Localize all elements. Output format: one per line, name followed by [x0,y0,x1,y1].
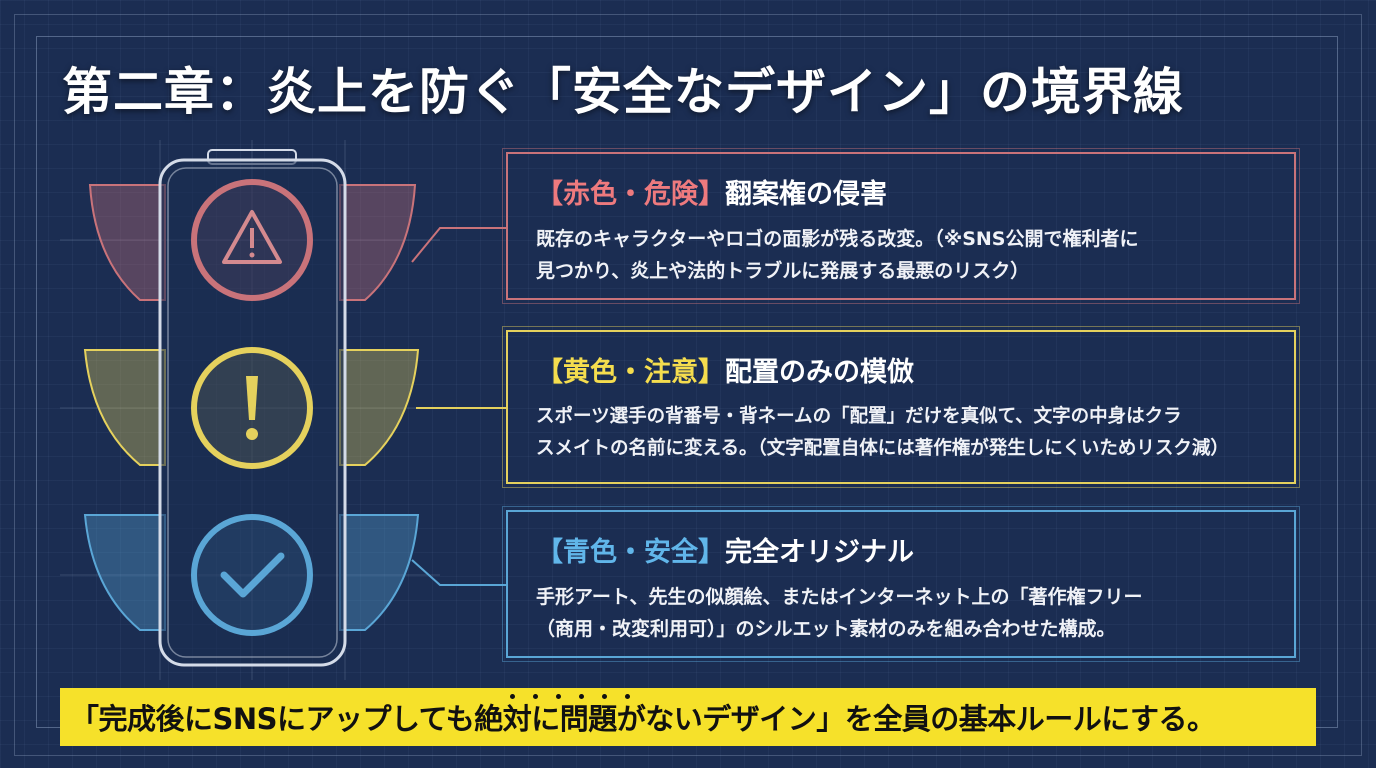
footer-rule-text: 「完成後にSNSにアップしても絶対に問題がないデザイン」を全員の基本ルールにする… [70,702,1216,736]
panel-red-danger: 【赤色・危険】翻案権の侵害 既存のキャラクターやロゴの面影が残る改変。（※SNS… [502,148,1300,304]
warning-triangle-icon [222,210,282,264]
panel-blue-safe: 【青色・安全】完全オリジナル 手形アート、先生の似顔絵、またはインターネット上の… [502,506,1300,662]
panel-yellow-body: スポーツ選手の背番号・背ネームの「配置」だけを真似て、文字の中身はクラ スメイト… [536,401,1268,465]
yellow-visor [83,349,166,466]
panel-yellow-caution: 【黄色・注意】配置のみの模倣 スポーツ選手の背番号・背ネームの「配置」だけを真似… [502,326,1300,488]
panel-blue-name: 完全オリジナル [725,537,914,568]
red-connector [411,227,506,263]
blue-light [191,514,313,636]
yellow-visor-right [339,349,420,466]
panel-red-heading: 【赤色・危険】翻案権の侵害 [536,172,1268,211]
panel-red-tag: 【赤色・危険】 [536,179,725,210]
footer-rule-banner: 「完成後にSNSにアップしても絶対に問題がないデザイン」を全員の基本ルールにする… [60,688,1316,746]
panel-red-line-1: 既存のキャラクターやロゴの面影が残る改変。（※SNS公開で権利者に [536,228,1139,250]
panel-yellow-heading: 【黄色・注意】配置のみの模倣 [536,350,1268,389]
checkmark-icon [220,552,285,598]
red-visor [88,184,166,301]
panel-yellow-tag: 【黄色・注意】 [536,357,725,388]
panel-blue-tag: 【青色・安全】 [536,537,725,568]
panel-blue-body: 手形アート、先生の似顔絵、またはインターネット上の「著作権フリー （商用・改変利… [536,581,1268,645]
panel-red-body: 既存のキャラクターやロゴの面影が残る改変。（※SNS公開で権利者に 見つかり、炎… [536,223,1268,287]
outer-frame [14,14,1362,756]
exclamation-icon [246,376,258,440]
panel-red-line-2: 見つかり、炎上や法的トラブルに発展する最悪のリスク） [536,260,1030,282]
blue-connector [411,559,506,586]
panel-yellow-line-2: スメイトの名前に変える。（文字配置自体には著作権が発生しにくいためリスク減） [536,438,1229,459]
red-visor-right [339,184,417,301]
panel-blue-heading: 【青色・安全】完全オリジナル [536,530,1268,569]
panel-blue-line-2: （商用・改変利用可）」のシルエット素材のみを組み合わせた構成。 [536,618,1116,640]
blue-visor [83,514,166,631]
page-title: 第二章：炎上を防ぐ「安全なデザイン」の境界線 [62,63,1184,121]
traffic-light-housing-inner [167,167,338,658]
panel-yellow-line-1: スポーツ選手の背番号・背ネームの「配置」だけを真似て、文字の中身はクラ [536,406,1182,427]
panel-blue-line-1: 手形アート、先生の似顔絵、またはインターネット上の「著作権フリー [536,586,1143,608]
emphasis-dots [510,694,630,699]
panel-red-name: 翻案権の侵害 [725,179,887,210]
blue-visor-right [339,514,420,631]
panel-yellow-name: 配置のみの模倣 [725,357,914,388]
